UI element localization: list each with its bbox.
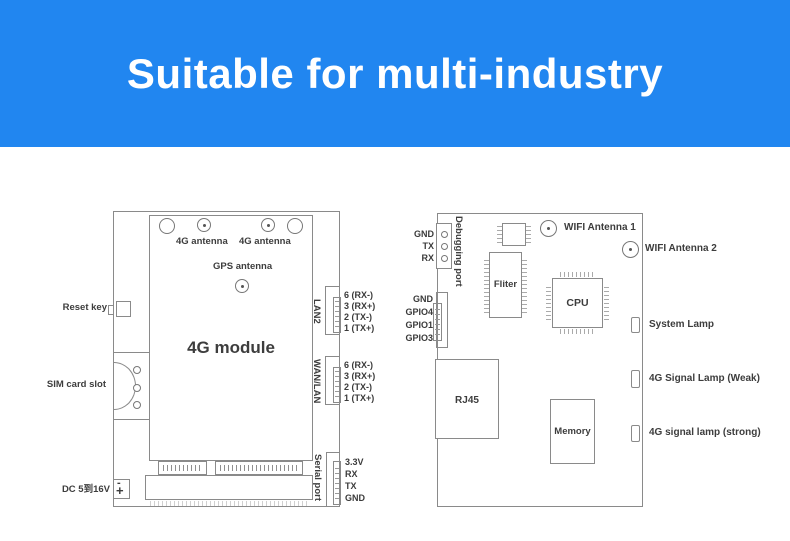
- rj45-port: RJ45: [435, 359, 499, 439]
- pin-header-strip: [215, 461, 303, 475]
- wanlan-label: WAN/LAN: [311, 358, 322, 404]
- pin-ticks: [560, 272, 596, 277]
- sim-pin-hole-icon: [133, 401, 141, 409]
- filter-label: Fliter: [493, 279, 518, 290]
- gpio-pinbox-icon: [433, 303, 442, 341]
- pin-label: TX: [422, 241, 434, 251]
- debug-pin-hole-icon: [441, 231, 448, 238]
- dc-minus-mark: -: [117, 477, 122, 489]
- system-lamp-label: System Lamp: [649, 319, 715, 330]
- lan2-pinbox-icon: [333, 297, 341, 333]
- module-4g-label: 4G module: [187, 338, 275, 357]
- mounting-hole-icon: [287, 218, 303, 234]
- header-banner: Suitable for multi-industry: [0, 0, 790, 147]
- signal-lamp-strong-led-icon: [631, 425, 640, 442]
- pin-ticks: [484, 257, 489, 313]
- cpu-chip: CPU: [552, 278, 603, 328]
- pin-header-strip: [158, 461, 207, 475]
- pin-ticks: [526, 226, 531, 243]
- mounting-hole-icon: [159, 218, 175, 234]
- pin-ticks: [546, 286, 551, 320]
- pin-label: 6 (RX-): [344, 360, 373, 370]
- page-title: Suitable for multi-industry: [126, 49, 664, 97]
- signal-lamp-strong-label: 4G signal lamp (strong): [649, 427, 761, 438]
- gps-antenna-label: GPS antenna: [213, 261, 273, 272]
- wifi-antenna-1-label: WIFI Antenna 1: [564, 222, 636, 233]
- reset-key-button-icon: [116, 301, 131, 317]
- serial-connector-outline: [326, 452, 340, 507]
- antenna-connector-icon: [261, 218, 275, 232]
- sim-pin-hole-icon: [133, 384, 141, 392]
- debug-pin-list: GND TX RX: [402, 229, 434, 265]
- pin-ticks: [150, 501, 310, 506]
- antenna-connector-icon: [197, 218, 211, 232]
- pin-label: GPIO4: [405, 307, 433, 317]
- serial-pin-list: 3.3V RX TX GND: [345, 457, 365, 505]
- ic-chip-icon: [502, 223, 526, 246]
- gpio-pin-list: GND GPIO4 GPIO1 GPIO3: [393, 294, 433, 346]
- rj45-label: RJ45: [455, 395, 479, 406]
- debug-pin-hole-icon: [441, 255, 448, 262]
- pin-label: GND: [345, 493, 365, 503]
- signal-lamp-weak-led-icon: [631, 370, 640, 388]
- debug-port-label: Debugging port: [453, 215, 464, 287]
- pin-ticks: [560, 329, 596, 334]
- debug-pin-hole-icon: [441, 243, 448, 250]
- filter-chip: Fliter: [489, 252, 522, 318]
- pin-label: GPIO1: [405, 320, 433, 330]
- pin-label: 3 (RX+): [344, 301, 376, 311]
- memory-label: Memory: [554, 425, 591, 437]
- wanlan-connector-outline: [325, 356, 340, 405]
- cpu-label: CPU: [566, 297, 589, 309]
- pin-label: GND: [414, 229, 434, 239]
- pin-label: RX: [421, 253, 434, 263]
- lan2-connector-outline: [325, 286, 340, 335]
- pin-label: RX: [345, 469, 358, 479]
- antenna-label-2: 4G antenna: [239, 236, 291, 247]
- edge-connector-outline: [145, 475, 313, 500]
- pin-label: GPIO3: [405, 333, 433, 343]
- pin-label: TX: [345, 481, 357, 491]
- reset-key-label: Reset key: [62, 302, 107, 313]
- wifi-antenna-2-icon: [622, 241, 639, 258]
- pin-ticks: [522, 257, 527, 313]
- wanlan-pin-list: 6 (RX-) 3 (RX+) 2 (TX-) 1 (TX+): [344, 360, 375, 404]
- signal-lamp-weak-label: 4G Signal Lamp (Weak): [649, 373, 760, 384]
- wanlan-pinbox-icon: [333, 367, 341, 403]
- memory-chip: Memory: [550, 399, 595, 464]
- pin-label: 2 (TX-): [344, 382, 372, 392]
- pin-label: 1 (TX+): [344, 323, 375, 333]
- dc-plus-mark: +: [116, 483, 124, 498]
- pin-ticks: [497, 226, 502, 243]
- sim-pin-hole-icon: [133, 366, 141, 374]
- lan2-pin-list: 6 (RX-) 3 (RX+) 2 (TX-) 1 (TX+): [344, 290, 375, 334]
- pin-label: 6 (RX-): [344, 290, 373, 300]
- system-lamp-led-icon: [631, 317, 640, 333]
- pin-label: 2 (TX-): [344, 312, 372, 322]
- module-4g-outline: [149, 215, 313, 461]
- gps-connector-icon: [235, 279, 249, 293]
- dc-power-label: DC 5到16V: [61, 484, 110, 495]
- antenna-label-1: 4G antenna: [176, 236, 228, 247]
- pin-label: GND: [413, 294, 433, 304]
- pin-label: 1 (TX+): [344, 393, 375, 403]
- wifi-antenna-2-label: WIFI Antenna 2: [645, 243, 717, 254]
- serial-pinbox-icon: [333, 461, 341, 505]
- pin-label: 3 (RX+): [344, 371, 376, 381]
- reset-key-tab-icon: [108, 305, 114, 315]
- sim-slot-label: SIM card slot: [46, 379, 106, 390]
- serial-port-label: Serial port: [312, 453, 323, 501]
- pin-label: 3.3V: [345, 457, 364, 467]
- lan2-label: LAN2: [311, 298, 322, 324]
- pin-ticks: [604, 286, 609, 320]
- dc-connector-icon: [113, 479, 130, 499]
- wifi-antenna-1-icon: [540, 220, 557, 237]
